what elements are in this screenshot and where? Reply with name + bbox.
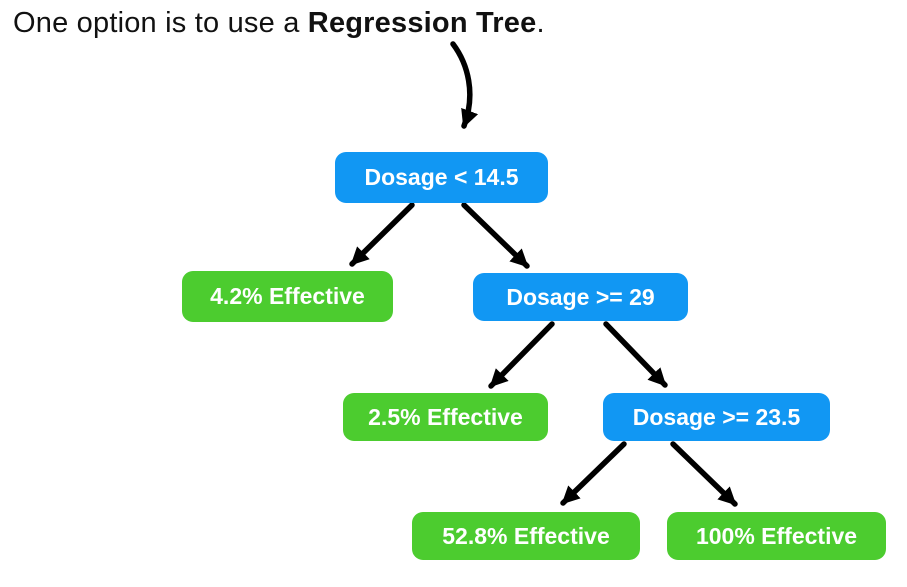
page-title: One option is to use a Regression Tree. (13, 7, 545, 40)
arrow-root-to-4-2-effective (349, 202, 415, 267)
node-dosage-ge-23-5: Dosage >= 23.5 (603, 393, 830, 441)
node-52-8-effective: 52.8% Effective (412, 512, 640, 560)
arrow-root-to-dosage-ge-29 (461, 202, 530, 269)
curved-arrow-icon (450, 41, 479, 129)
title-prefix: One option is to use a (13, 7, 308, 39)
node-dosage-lt-14-5: Dosage < 14.5 (335, 152, 548, 203)
arrow-dosage-ge-29-to-dosage-ge-23-5 (603, 321, 668, 388)
arrow-dosage-ge-29-to-2-5-effective (488, 321, 555, 389)
title-bold-term: Regression Tree (307, 7, 537, 39)
node-100-effective: 100% Effective (667, 512, 886, 560)
node-dosage-ge-29: Dosage >= 29 (473, 273, 688, 321)
arrow-dosage-ge-23-5-to-100-effective (670, 441, 738, 507)
arrow-dosage-ge-23-5-to-52-8-effective (560, 441, 627, 506)
node-4-2-effective: 4.2% Effective (182, 271, 393, 322)
title-suffix: . (536, 7, 545, 39)
node-2-5-effective: 2.5% Effective (343, 393, 548, 441)
